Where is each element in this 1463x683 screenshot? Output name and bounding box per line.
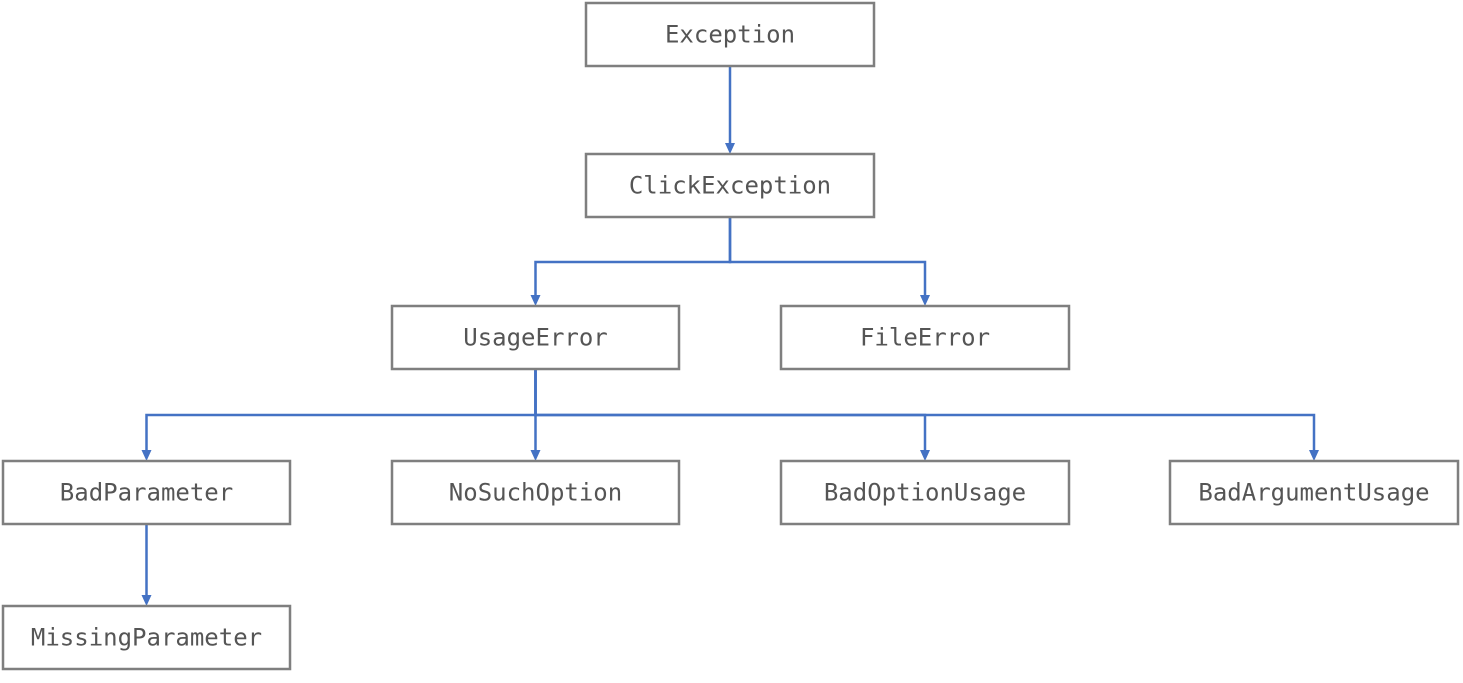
node-box [390,459,681,526]
arrowhead [920,295,930,306]
node-usage-error: UsageError [390,304,681,371]
edge-click-exception-to-usage-error [530,217,732,306]
arrowhead [141,450,152,461]
edge-line [534,369,927,450]
edge-bad-parameter-to-missing-parameter [141,524,152,606]
node-box [584,1,876,68]
node-label: BadOptionUsage [824,479,1026,507]
node-box [779,459,1071,526]
node-label: BadArgumentUsage [1198,479,1429,507]
node-box [1,604,292,671]
node-box [1,459,292,526]
node-click-exception: ClickException [584,152,876,219]
arrowhead [920,450,930,461]
arrowhead [141,595,152,606]
edge-line [534,217,732,295]
node-bad-option-usage: BadOptionUsage [779,459,1071,526]
node-label: MissingParameter [31,624,262,652]
node-label: FileError [860,324,990,352]
node-box [1168,459,1460,526]
node-box [390,304,681,371]
node-label: Exception [665,21,795,49]
edge-usage-error-to-bad-parameter [141,369,537,461]
node-bad-parameter: BadParameter [1,459,292,526]
arrowhead [1309,450,1319,461]
node-no-such-option: NoSuchOption [390,459,681,526]
arrowhead [725,143,735,154]
node-box [584,152,876,219]
node-missing-parameter: MissingParameter [1,604,292,671]
node-label: NoSuchOption [449,479,622,507]
edge-usage-error-to-bad-argument-usage [534,369,1319,461]
edge-line [145,369,537,450]
node-label: ClickException [629,172,831,200]
node-exception: Exception [584,1,876,68]
node-label: UsageError [463,324,608,352]
arrowhead [530,450,541,461]
arrowhead [530,295,541,306]
node-file-error: FileError [779,304,1071,371]
edge-exception-to-click-exception [725,66,735,154]
node-label: BadParameter [60,479,233,507]
edge-click-exception-to-file-error [728,217,930,306]
edges-layer [141,66,1319,606]
node-bad-argument-usage: BadArgumentUsage [1168,459,1460,526]
node-box [779,304,1071,371]
edge-line [728,217,927,295]
edge-line [534,369,1316,450]
